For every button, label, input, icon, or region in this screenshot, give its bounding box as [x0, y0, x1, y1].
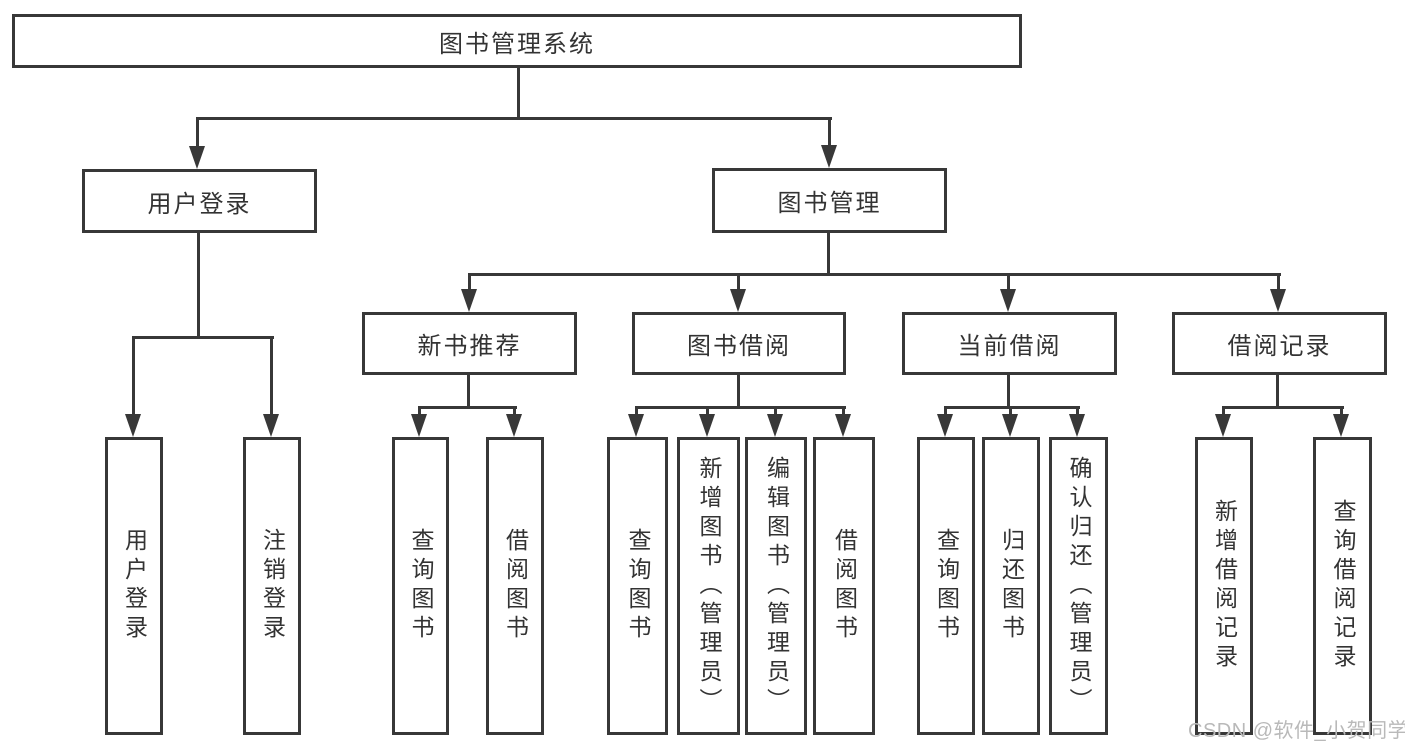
arrow-down-icon	[835, 414, 851, 437]
connector-branch-book-mgmt	[468, 273, 1281, 276]
connector-branch-book-borrow	[635, 406, 846, 409]
connector-drop	[270, 336, 273, 419]
connector-drop	[1007, 273, 1010, 294]
connector-stem-user-login	[197, 233, 200, 339]
connector-drop	[1076, 406, 1079, 419]
connector-stem-book-mgmt	[827, 233, 830, 276]
arrow-down-icon	[628, 414, 644, 437]
node-label-nb-borrow: 借阅图书	[502, 528, 529, 644]
node-bb-query: 查询图书	[607, 437, 668, 735]
node-root: 图书管理系统	[12, 14, 1022, 68]
arrow-down-icon	[1270, 289, 1286, 312]
node-label-logout: 注销登录	[259, 528, 286, 644]
connector-drop	[1340, 406, 1343, 419]
node-label-book-borrow: 图书借阅	[687, 333, 791, 360]
arrow-down-icon	[189, 146, 205, 169]
connector-stem-book-borrow	[737, 375, 740, 409]
arrow-down-icon	[767, 414, 783, 437]
connector-drop	[706, 406, 709, 419]
node-label-br-add: 新增借阅记录	[1211, 499, 1238, 673]
arrow-down-icon	[699, 414, 715, 437]
connector-branch-root	[196, 117, 832, 120]
connector-stem-root	[517, 67, 520, 120]
node-label-cb-query: 查询图书	[933, 528, 960, 644]
node-login: 用户登录	[105, 437, 163, 735]
connector-branch-borrow-records	[1222, 406, 1344, 409]
connector-branch-current-borrow	[944, 406, 1080, 409]
arrow-down-icon	[937, 414, 953, 437]
connector-drop	[635, 406, 638, 419]
connector-stem-new-books	[467, 375, 470, 409]
arrow-down-icon	[730, 289, 746, 312]
node-label-user-login: 用户登录	[147, 190, 252, 218]
node-label-login: 用户登录	[121, 528, 148, 644]
node-label-current-borrow: 当前借阅	[957, 333, 1062, 360]
connector-drop	[1009, 406, 1012, 419]
connector-branch-new-books	[418, 406, 517, 409]
connector-drop	[513, 406, 516, 419]
node-logout: 注销登录	[243, 437, 301, 735]
node-bb-add: 新增图书（管理员）	[677, 437, 740, 735]
connector-drop	[196, 117, 199, 151]
arrow-down-icon	[1000, 289, 1016, 312]
arrow-down-icon	[263, 414, 279, 437]
arrow-down-icon	[821, 145, 837, 168]
node-br-add: 新增借阅记录	[1195, 437, 1253, 735]
node-cb-query: 查询图书	[917, 437, 975, 735]
arrow-down-icon	[1333, 414, 1349, 437]
node-nb-borrow: 借阅图书	[486, 437, 544, 735]
connector-drop	[1277, 273, 1280, 294]
arrow-down-icon	[411, 414, 427, 437]
connector-drop	[774, 406, 777, 419]
arrow-down-icon	[1002, 414, 1018, 437]
arrow-down-icon	[506, 414, 522, 437]
connector-drop	[418, 406, 421, 419]
arrow-down-icon	[1215, 414, 1231, 437]
node-label-bb-query: 查询图书	[625, 528, 651, 644]
node-label-br-query: 查询借阅记录	[1330, 499, 1356, 673]
node-borrow-records: 借阅记录	[1172, 312, 1387, 375]
connector-drop	[737, 273, 740, 294]
csdn-watermark: CSDN @软件_小贺同学	[1188, 720, 1405, 742]
node-label-bb-borrow: 借阅图书	[831, 528, 858, 644]
node-label-cb-return: 归还图书	[998, 528, 1025, 644]
node-bb-edit: 编辑图书（管理员）	[745, 437, 807, 735]
arrow-down-icon	[125, 414, 141, 437]
connector-drop	[842, 406, 845, 419]
node-cb-confirm: 确认归还（管理员）	[1049, 437, 1108, 735]
node-nb-query: 查询图书	[392, 437, 449, 735]
connector-drop	[944, 406, 947, 419]
connector-drop	[132, 336, 135, 419]
node-current-borrow: 当前借阅	[902, 312, 1117, 375]
connector-drop	[468, 273, 471, 294]
connector-stem-current-borrow	[1007, 375, 1010, 409]
connector-drop	[828, 117, 831, 150]
node-label-new-books: 新书推荐	[417, 333, 522, 360]
node-new-books: 新书推荐	[362, 312, 577, 375]
arrow-down-icon	[1069, 414, 1085, 437]
node-label-book-mgmt: 图书管理	[777, 190, 882, 217]
node-label-bb-edit: 编辑图书（管理员）	[763, 455, 790, 717]
node-label-bb-add: 新增图书（管理员）	[696, 455, 722, 717]
connector-branch-user-login	[132, 336, 274, 339]
node-label-borrow-records: 借阅记录	[1227, 333, 1332, 360]
connector-drop	[1222, 406, 1225, 419]
node-label-nb-query: 查询图书	[408, 528, 434, 644]
arrow-down-icon	[461, 289, 477, 312]
node-label-cb-confirm: 确认归还（管理员）	[1066, 455, 1092, 717]
node-book-borrow: 图书借阅	[632, 312, 846, 375]
node-book-mgmt: 图书管理	[712, 168, 947, 233]
node-cb-return: 归还图书	[982, 437, 1040, 735]
connector-stem-borrow-records	[1276, 375, 1279, 409]
node-br-query: 查询借阅记录	[1313, 437, 1372, 735]
node-bb-borrow: 借阅图书	[813, 437, 875, 735]
node-label-root: 图书管理系统	[439, 30, 595, 58]
node-user-login: 用户登录	[82, 169, 317, 233]
